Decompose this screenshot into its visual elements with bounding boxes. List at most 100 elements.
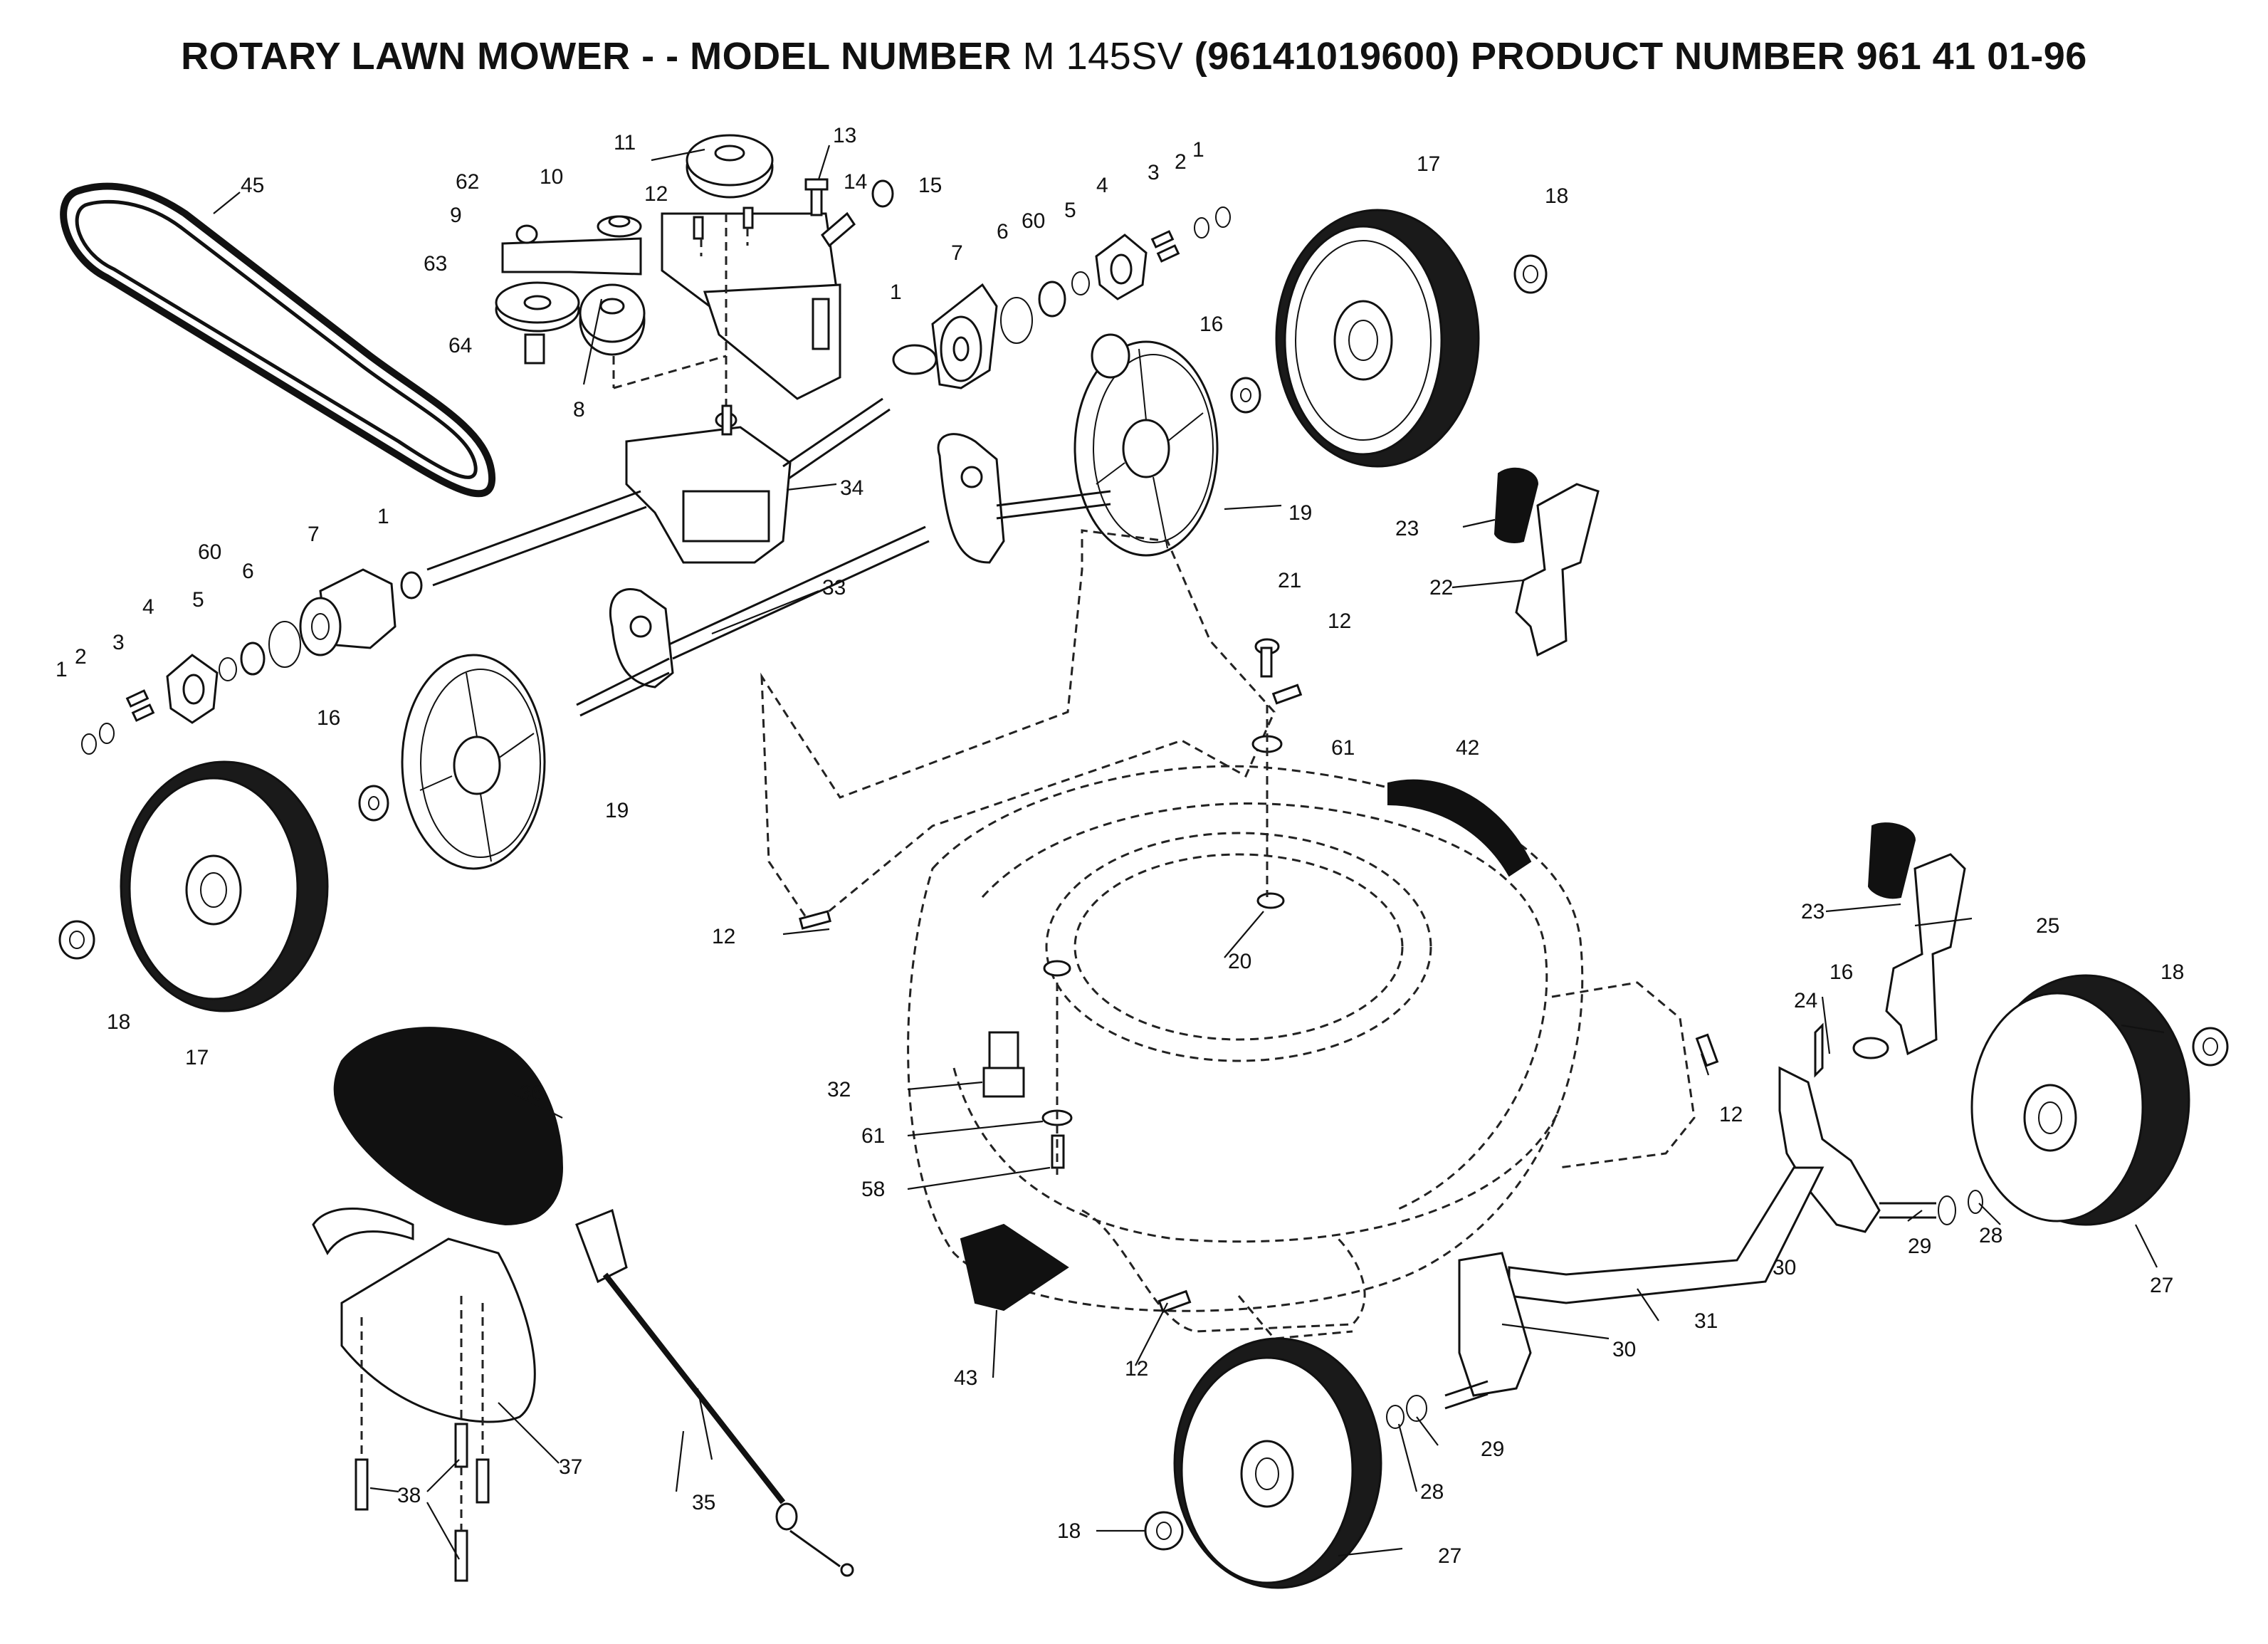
callout-3-b: 3	[112, 631, 125, 654]
callout-32: 32	[827, 1078, 851, 1101]
callout-12-b: 12	[1328, 609, 1351, 633]
mower-deck	[760, 529, 1696, 1340]
rear-axle	[576, 433, 1111, 717]
callout-12-d: 12	[1719, 1103, 1743, 1126]
pulley-bracket-assembly	[495, 134, 894, 406]
callout-28-b: 28	[1420, 1480, 1444, 1504]
callout-2-a: 2	[1175, 150, 1187, 174]
rear-wheel-right	[1230, 209, 1548, 468]
front-wheel-lower	[1144, 1337, 1382, 1589]
title-suffix: (96141019600) PRODUCT NUMBER 961 41 01-9…	[1183, 35, 2087, 78]
callout-16-c: 16	[1829, 960, 1853, 984]
callout-27-b: 27	[1438, 1544, 1461, 1568]
control-cable	[575, 1208, 854, 1577]
callout-36: 36	[520, 1082, 543, 1105]
callout-6-b: 6	[242, 560, 254, 583]
callout-60-a: 60	[1022, 209, 1045, 233]
callout-4-b: 4	[142, 595, 154, 619]
callout-8: 8	[573, 398, 585, 422]
transmission	[426, 397, 891, 587]
callout-17-b: 17	[185, 1046, 209, 1069]
callout-31: 31	[1694, 1309, 1718, 1333]
callout-1-a: 1	[1192, 138, 1204, 162]
drive-belt	[60, 182, 496, 498]
callout-7-b: 7	[308, 523, 320, 546]
page-title: ROTARY LAWN MOWER - - MODEL NUMBER M 145…	[0, 34, 2268, 78]
callout-9: 9	[450, 204, 462, 227]
callout-18-b: 18	[107, 1010, 130, 1034]
callout-62: 62	[456, 170, 479, 194]
callout-23-a: 23	[1395, 517, 1419, 540]
callout-5-a: 5	[1064, 199, 1076, 222]
callout-28-a: 28	[1979, 1224, 2002, 1247]
title-model: M 145SV	[1022, 35, 1184, 78]
callout-10: 10	[540, 165, 563, 189]
callout-17-a: 17	[1417, 152, 1440, 176]
callout-33: 33	[822, 576, 846, 600]
callout-7-a: 7	[951, 241, 963, 265]
callout-43: 43	[954, 1366, 977, 1390]
callout-34: 34	[840, 476, 863, 500]
callout-24: 24	[1794, 989, 1817, 1012]
callout-12-a: 12	[644, 182, 668, 206]
callout-35: 35	[692, 1491, 715, 1514]
rear-flap	[960, 1223, 1069, 1311]
callout-13: 13	[833, 124, 856, 147]
callout-18-c: 18	[2161, 960, 2184, 984]
callout-21: 21	[1278, 569, 1301, 592]
callout-6-a: 6	[997, 220, 1009, 244]
callout-61-b: 61	[861, 1124, 885, 1148]
front-wheel-right	[1970, 974, 2229, 1226]
callout-1-c: 1	[377, 505, 389, 528]
callout-2-b: 2	[75, 645, 87, 669]
callout-16-b: 16	[317, 706, 340, 730]
callout-20: 20	[1228, 950, 1251, 973]
callout-12-c: 12	[712, 925, 735, 948]
callout-37: 37	[559, 1455, 582, 1479]
callout-22: 22	[1429, 576, 1453, 600]
title-prefix: ROTARY LAWN MOWER - - MODEL NUMBER	[181, 35, 1023, 78]
callout-15: 15	[918, 174, 942, 197]
callout-23-b: 23	[1801, 900, 1825, 923]
grass-bag	[312, 1027, 564, 1582]
callout-18-a: 18	[1545, 184, 1568, 208]
hub-cap-lower	[358, 654, 546, 870]
callout-11: 11	[614, 131, 636, 155]
callout-45: 45	[241, 174, 264, 197]
callout-5-b: 5	[192, 588, 204, 612]
hub-cap-upper	[1073, 333, 1219, 557]
callout-14: 14	[844, 170, 867, 194]
callout-29-b: 29	[1481, 1438, 1504, 1461]
callout-58: 58	[861, 1178, 885, 1201]
callout-30-b: 30	[1612, 1338, 1636, 1361]
callout-38: 38	[397, 1484, 421, 1507]
callout-61-a: 61	[1331, 736, 1355, 760]
upper-gear-stack	[892, 206, 1231, 389]
callout-19-b: 19	[605, 799, 629, 822]
rear-wheel-left	[58, 760, 329, 1012]
callout-19-a: 19	[1288, 501, 1312, 525]
callout-29-a: 29	[1908, 1235, 1931, 1258]
callout-63: 63	[424, 252, 447, 276]
callout-4-a: 4	[1096, 174, 1108, 197]
callout-60-b: 60	[198, 540, 221, 564]
callout-25: 25	[2036, 914, 2059, 938]
callout-64: 64	[448, 334, 472, 357]
deck-bolts	[799, 638, 1719, 1314]
callout-27-a: 27	[2150, 1274, 2173, 1297]
callout-3-a: 3	[1148, 161, 1160, 184]
callout-18-d: 18	[1057, 1519, 1081, 1543]
lower-gear-stack	[81, 568, 423, 755]
callout-16-a: 16	[1199, 313, 1223, 336]
chute-flap	[1387, 779, 1532, 877]
callout-30-a: 30	[1773, 1256, 1796, 1279]
callout-labels: 45 62 10 9 63 64 8 11 12 13 14 15 7 6 60…	[56, 124, 2184, 1568]
callout-12-e: 12	[1125, 1357, 1148, 1381]
callout-42: 42	[1456, 736, 1479, 760]
callout-1-d: 1	[56, 658, 68, 681]
front-axle-assembly	[1386, 1066, 1983, 1429]
leader-lines	[213, 145, 2165, 1560]
height-levers	[1493, 467, 1966, 1078]
callout-1-b: 1	[890, 281, 902, 304]
